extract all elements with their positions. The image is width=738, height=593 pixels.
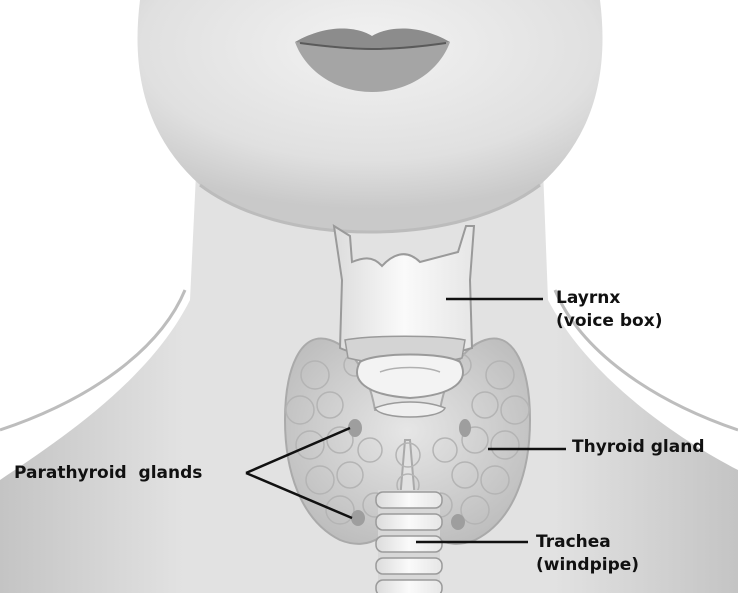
larynx-label: Layrnx (voice box) — [556, 287, 662, 333]
trachea-label-line1: Trachea — [536, 531, 639, 554]
trachea-label-line2: (windpipe) — [536, 554, 639, 577]
larynx-label-line2: (voice box) — [556, 310, 662, 333]
parathyroid-glands-label: Parathyroid glands — [14, 462, 202, 485]
thyroid-gland-label: Thyroid gland — [572, 436, 705, 459]
trachea-label: Trachea (windpipe) — [536, 531, 639, 577]
larynx-label-line1: Layrnx — [556, 287, 662, 310]
